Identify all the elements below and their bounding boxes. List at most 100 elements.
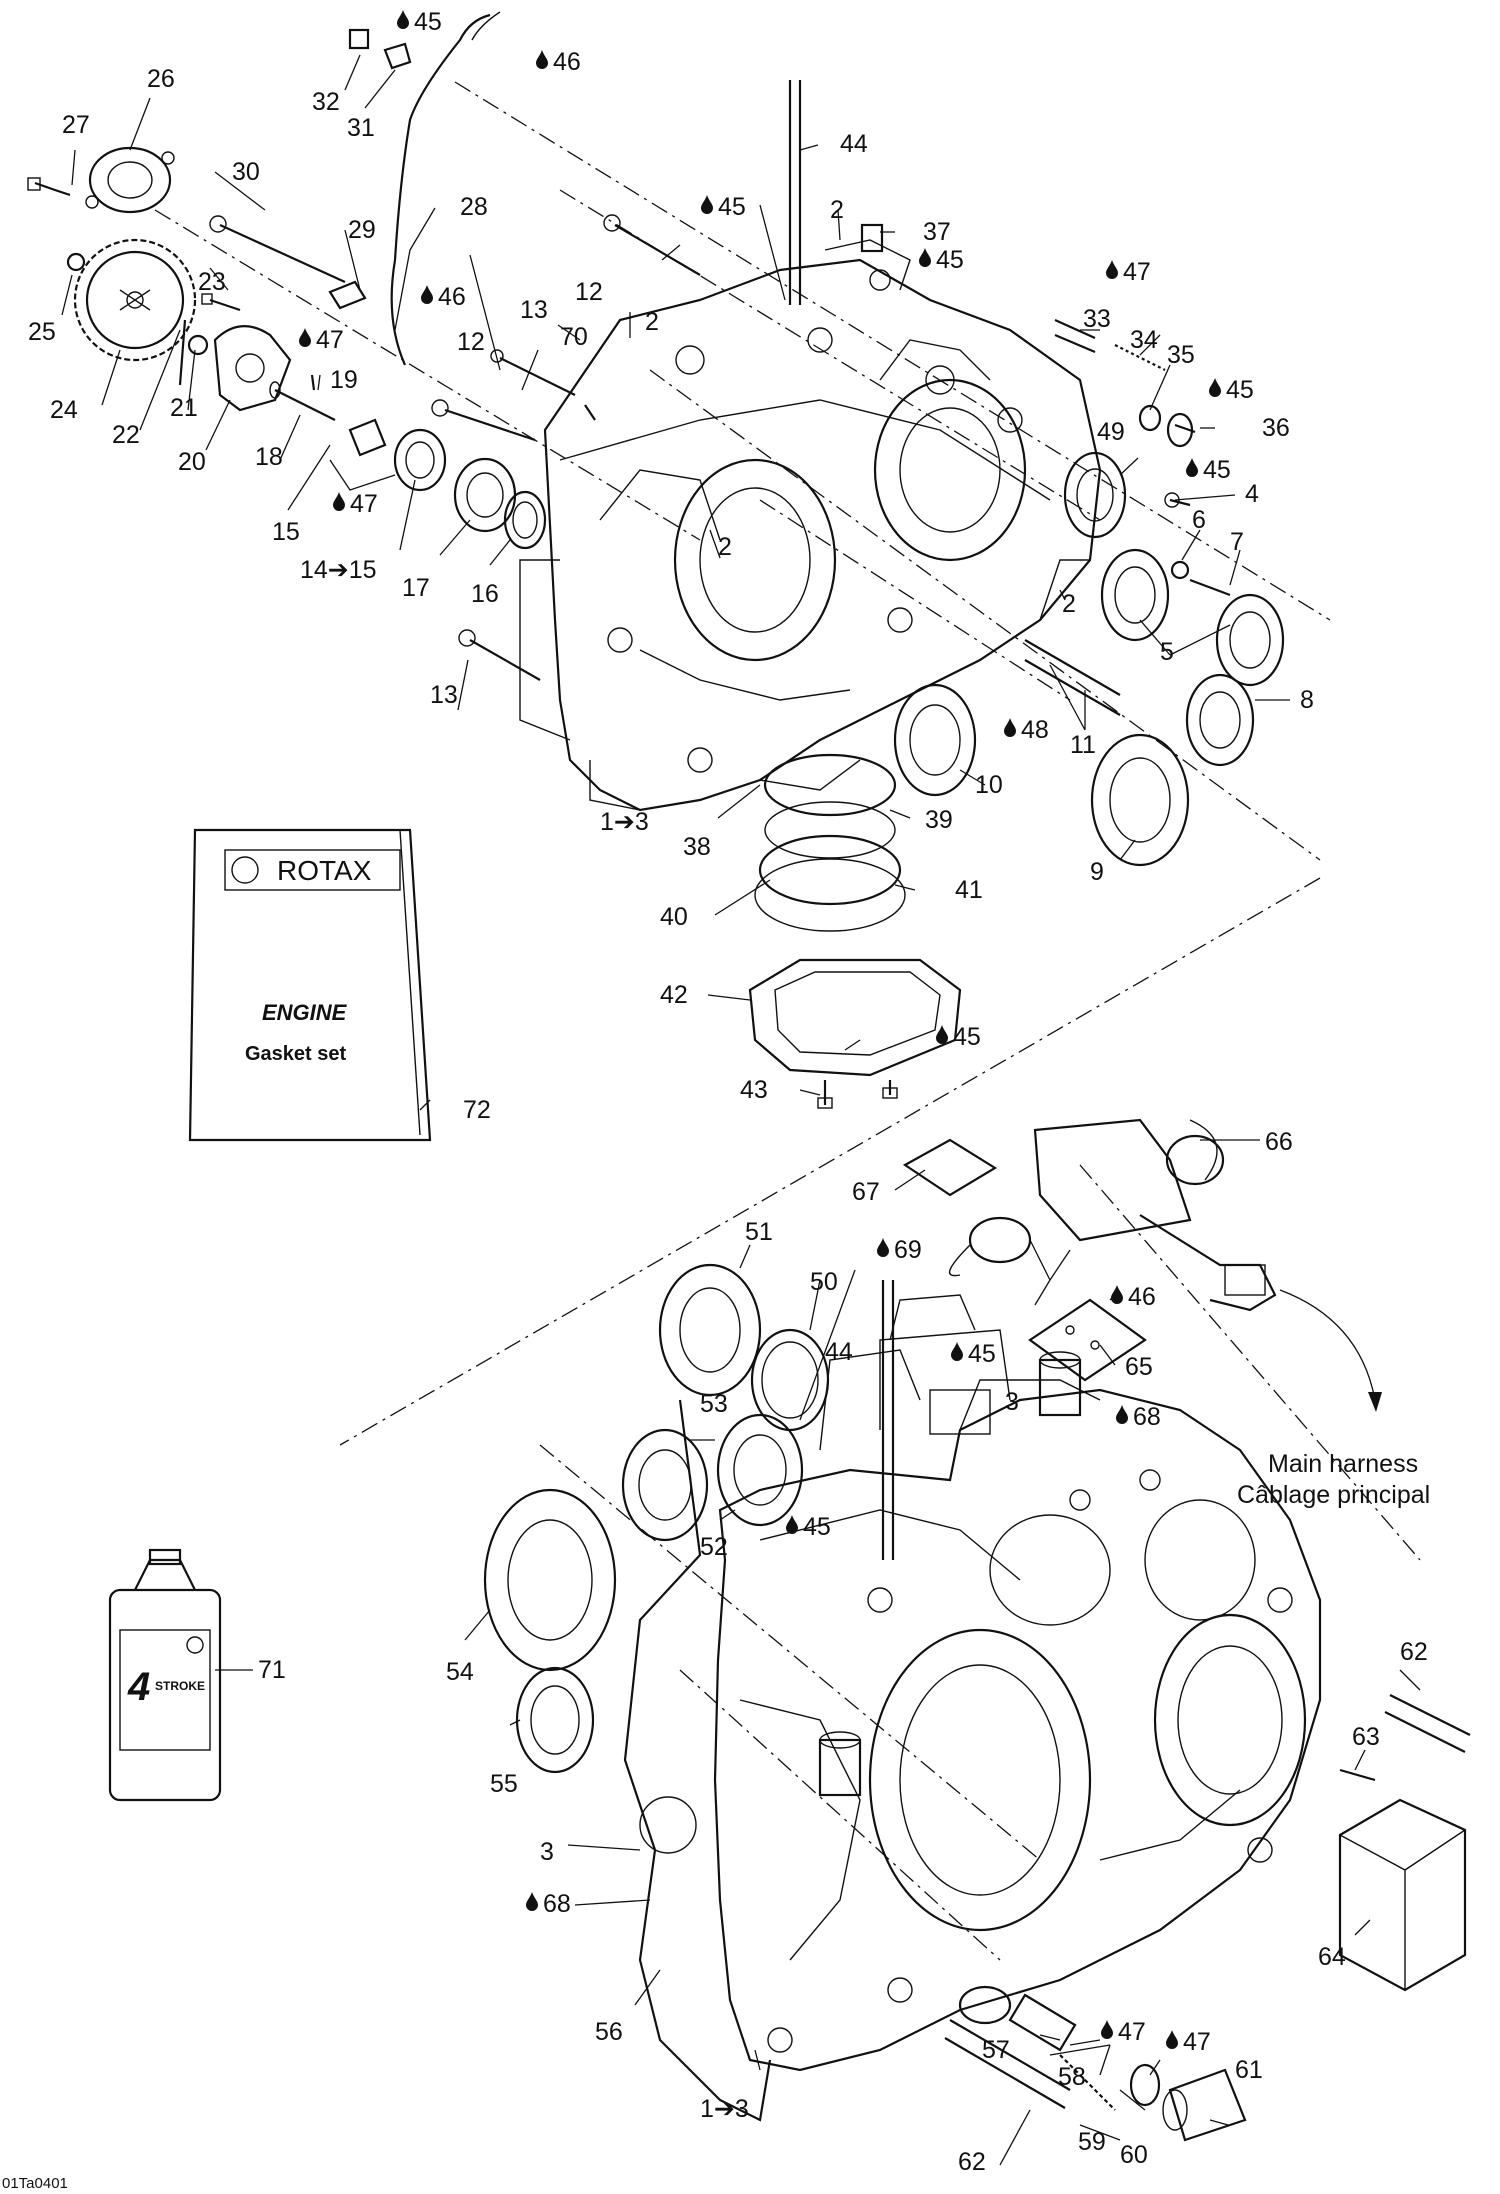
label-52: 52 — [700, 1533, 728, 1561]
label-61: 61 — [1235, 2056, 1263, 2084]
label-4: 4 — [1245, 480, 1259, 508]
foam-block — [1338, 1798, 1467, 1992]
lube-46-c: 46 — [1128, 1283, 1156, 1311]
label-17: 17 — [402, 574, 430, 602]
label-30: 30 — [232, 158, 260, 186]
label-59: 59 — [1078, 2128, 1106, 2156]
label-16: 16 — [471, 580, 499, 608]
label-34: 34 — [1130, 326, 1158, 354]
lube-47-b: 47 — [350, 490, 378, 518]
lube-45-e: 45 — [1203, 456, 1231, 484]
label-39: 39 — [925, 806, 953, 834]
lube-47-c: 47 — [1123, 258, 1151, 286]
lubricant-markers: 45 46 45 45 46 47 47 45 45 48 45 47 69 4… — [299, 8, 1254, 2056]
label-22: 22 — [112, 421, 140, 449]
part-labels: 1➔3 1➔3 2 2 2 2 3 3 4 5 6 7 8 9 10 11 12… — [2, 65, 1430, 2192]
label-57: 57 — [982, 2036, 1010, 2064]
lube-47-e: 47 — [1183, 2028, 1211, 2056]
label-62-b: 62 — [958, 2148, 986, 2176]
label-3-b: 3 — [540, 1838, 554, 1866]
oil-drop-icon — [299, 328, 311, 347]
oil-drop-icon — [1004, 718, 1016, 737]
oil-drop-icon — [421, 285, 433, 304]
label-72: 72 — [463, 1096, 491, 1124]
valve-parts — [893, 318, 1285, 867]
label-12-a: 12 — [575, 278, 603, 306]
label-9: 9 — [1090, 858, 1104, 886]
oil-drop-icon — [951, 1342, 963, 1361]
crankcase-gasket — [623, 1399, 772, 2122]
label-64: 64 — [1318, 1943, 1346, 1971]
label-44-lower: 44 — [825, 1338, 853, 1366]
label-40: 40 — [660, 903, 688, 931]
figure-id: 01Ta0401 — [2, 2175, 68, 2192]
label-13-b: 13 — [430, 681, 458, 709]
label-51: 51 — [745, 1218, 773, 1246]
label-37: 37 — [923, 218, 951, 246]
label-33: 33 — [1083, 305, 1111, 333]
gasket-booklet — [188, 828, 432, 1142]
label-28: 28 — [460, 193, 488, 221]
oil-drop-icon — [526, 1892, 538, 1911]
label-1-3-lower: 1➔3 — [700, 2095, 749, 2123]
lower-crankcase — [713, 1294, 1322, 2072]
label-54: 54 — [446, 1658, 474, 1686]
label-36: 36 — [1262, 414, 1290, 442]
label-38: 38 — [683, 833, 711, 861]
oil-drop-icon — [333, 492, 345, 511]
lube-48: 48 — [1021, 716, 1049, 744]
lube-45-b: 45 — [718, 193, 746, 221]
booklet-subtitle: Gasket set — [245, 1043, 347, 1065]
label-31: 31 — [347, 114, 375, 142]
label-41: 41 — [955, 876, 983, 904]
label-25: 25 — [28, 318, 56, 346]
lube-69: 69 — [894, 1236, 922, 1264]
label-42: 42 — [660, 981, 688, 1009]
label-49: 49 — [1097, 418, 1125, 446]
oil-drop-icon — [1111, 1285, 1123, 1304]
label-26: 26 — [147, 65, 175, 93]
lube-47-a: 47 — [316, 326, 344, 354]
oil-drop-icon — [919, 248, 931, 267]
label-14-15: 14➔15 — [300, 556, 377, 584]
label-32: 32 — [312, 88, 340, 116]
lube-45-d: 45 — [1226, 376, 1254, 404]
lube-45-a: 45 — [414, 8, 442, 36]
label-43: 43 — [740, 1076, 768, 1104]
label-3-a: 3 — [1005, 1388, 1019, 1416]
oil-drop-icon — [1166, 2030, 1178, 2049]
label-2-c: 2 — [718, 533, 732, 561]
booklet-title: ENGINE — [262, 1000, 348, 1025]
label-50: 50 — [810, 1268, 838, 1296]
lube-68-b: 68 — [543, 1890, 571, 1918]
label-53: 53 — [700, 1390, 728, 1418]
label-24: 24 — [50, 396, 78, 424]
oil-drop-icon — [701, 195, 713, 214]
lube-47-d: 47 — [1118, 2018, 1146, 2046]
label-29: 29 — [348, 216, 376, 244]
oil-tube — [390, 13, 491, 366]
label-15: 15 — [272, 518, 300, 546]
oil-bottle — [108, 1548, 222, 1802]
label-2-b: 2 — [830, 196, 844, 224]
bottle-number: 4 — [127, 1665, 150, 1709]
lube-45-f: 45 — [953, 1023, 981, 1051]
lube-45-g: 45 — [968, 1340, 996, 1368]
label-10: 10 — [975, 771, 1003, 799]
harness-label-fr: Câblage principal — [1237, 1481, 1430, 1509]
label-2-d: 2 — [1062, 590, 1076, 618]
label-65: 65 — [1125, 1353, 1153, 1381]
label-44-upper: 44 — [840, 130, 868, 158]
label-2-a: 2 — [645, 308, 659, 336]
label-60: 60 — [1120, 2141, 1148, 2169]
oil-pump-parts — [27, 146, 547, 550]
label-55: 55 — [490, 1770, 518, 1798]
oil-drop-icon — [877, 1238, 889, 1257]
lube-45-c: 45 — [936, 246, 964, 274]
harness-label-en: Main harness — [1268, 1450, 1418, 1478]
lube-68-a: 68 — [1133, 1403, 1161, 1431]
label-5: 5 — [1160, 638, 1174, 666]
label-70: 70 — [560, 323, 588, 351]
label-63: 63 — [1352, 1723, 1380, 1751]
